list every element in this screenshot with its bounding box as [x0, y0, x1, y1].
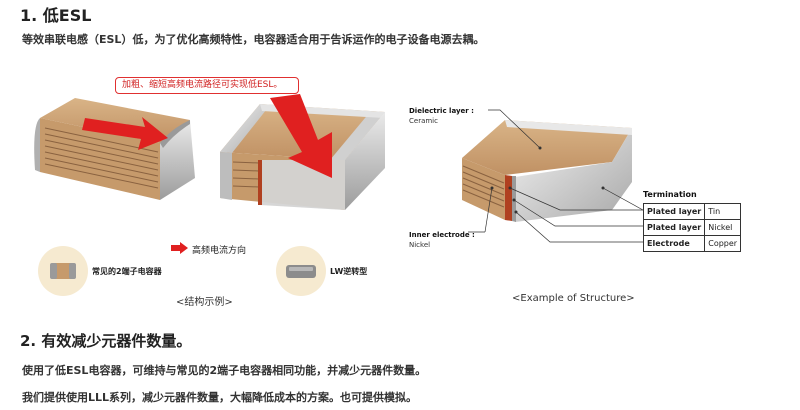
termination-layer-value: Copper — [704, 235, 742, 252]
dielectric-value: Ceramic — [409, 117, 438, 125]
caption-structure-example-cn: <结构示例> — [176, 297, 233, 308]
section2-title: 2. 有效减少元器件数量。 — [20, 332, 192, 350]
table-row: Plated layer Nickel — [642, 219, 742, 236]
termination-table: Plated layer Tin Plated layer Nickel Ele… — [642, 203, 742, 252]
termination-layer-label: Plated layer — [642, 219, 706, 236]
red-arrow-legend-icon — [171, 242, 188, 254]
esl-callout: 加粗、缩短高频电流路径可实现低ESL。 — [115, 77, 299, 94]
lw-chip-icon — [286, 265, 316, 278]
caption-structure-example-en: <Example of Structure> — [512, 293, 635, 304]
section2-paragraph-1: 使用了低ESL电容器，可维持与常见的2端子电容器相同功能，并减少元器件数量。 — [22, 364, 427, 377]
section2-paragraph-2: 我们提供使用LLL系列，减少元器件数量，大幅降低成本的方案。也可提供模拟。 — [22, 391, 418, 404]
termination-layer-label: Electrode — [642, 235, 706, 252]
table-row: Plated layer Tin — [642, 203, 742, 220]
section1-title: 1. 低ESL — [20, 6, 92, 25]
termination-layer-value: Tin — [704, 203, 742, 220]
common-chip-icon — [50, 263, 76, 279]
termination-layer-value: Nickel — [704, 219, 742, 236]
dielectric-title: Dielectric layer : — [409, 107, 474, 115]
inner-electrode-value: Nickel — [409, 241, 431, 249]
lw-chip-thumbnail — [276, 246, 326, 296]
table-row: Electrode Copper — [642, 235, 742, 252]
inner-electrode-title: Inner electrode : — [409, 231, 475, 239]
common-chip-thumbnail — [38, 246, 88, 296]
dielectric-label: Dielectric layer : Ceramic — [409, 106, 474, 126]
legend-label: 高频电流方向 — [192, 246, 247, 256]
lw-chip-label: LW逆转型 — [330, 267, 368, 276]
structure-diagram — [462, 109, 644, 243]
common-capacitor-diagram — [34, 98, 195, 200]
common-chip-label: 常见的2端子电容器 — [92, 267, 162, 276]
section1-description: 等效串联电感（ESL）低，为了优化高频特性，电容器适合用于告诉运作的电子设备电源… — [22, 33, 485, 46]
inner-electrode-label: Inner electrode : Nickel — [409, 230, 475, 250]
lw-capacitor-diagram — [220, 94, 385, 210]
termination-title: Termination — [643, 190, 697, 199]
termination-layer-label: Plated layer — [642, 203, 706, 220]
capacitor-illustrations — [34, 94, 644, 243]
